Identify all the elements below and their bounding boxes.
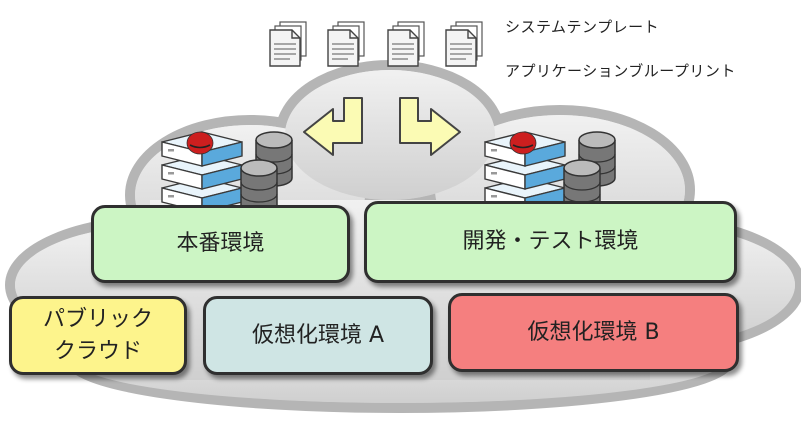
dev-test-environment-box: 開発・テスト環境 (364, 201, 737, 283)
system-template-label: システムテンプレート (505, 18, 660, 36)
virtual-environment-b-box: 仮想化環境 B (448, 293, 739, 372)
app-blueprint-label: アプリケーションブループリント (505, 62, 736, 80)
production-environment-box: 本番環境 (91, 205, 350, 283)
redhat-logo-icon (186, 131, 214, 155)
virtual-environment-a-box: 仮想化環境 A (203, 296, 433, 375)
virtual-environment-a-label: 仮想化環境 A (251, 322, 385, 348)
redhat-logo-icon (509, 131, 537, 155)
production-environment-label: 本番環境 (176, 231, 265, 257)
bent-arrow-right-icon (399, 97, 461, 156)
bent-arrow-left-icon (303, 97, 363, 156)
public-cloud-label-line1: パブリック (42, 306, 153, 332)
public-cloud-label-line2: クラウド (53, 338, 142, 364)
virtual-environment-b-label: 仮想化環境 B (527, 319, 660, 345)
public-cloud-box: パブリック クラウド (9, 296, 187, 375)
dev-test-environment-label: 開発・テスト環境 (462, 229, 639, 255)
